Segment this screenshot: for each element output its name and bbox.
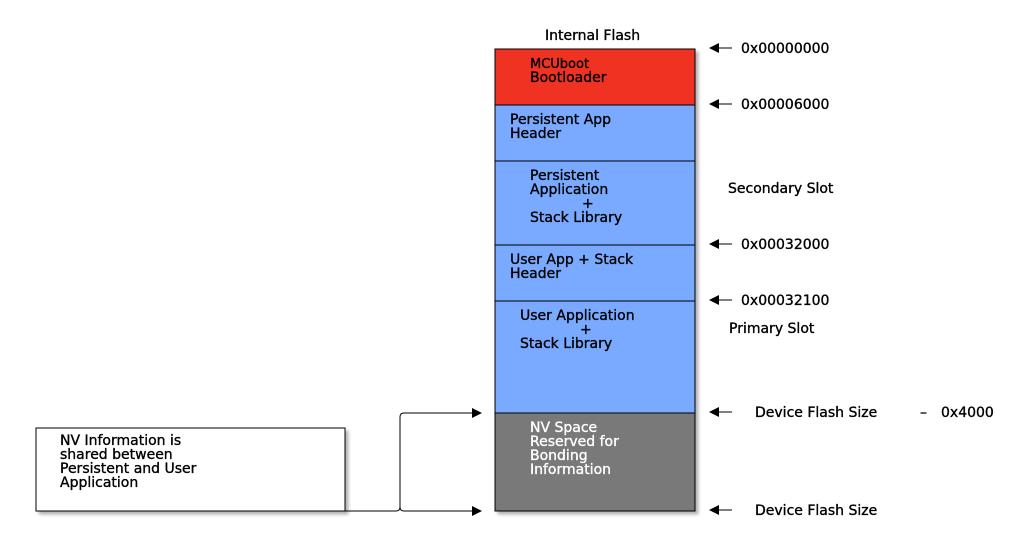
nv-start-offset: 0x4000 bbox=[941, 405, 994, 421]
persistent-app-block bbox=[494, 160, 696, 246]
connector-to-nv-start bbox=[345, 408, 482, 512]
persistent-header-block bbox=[494, 104, 696, 162]
persistent-app-label-2: Application bbox=[530, 182, 608, 198]
user-app-block bbox=[494, 300, 696, 414]
end-address-label: Device Flash Size bbox=[755, 503, 877, 519]
bootloader-label-1: MCUboot bbox=[530, 57, 589, 72]
user-app-label-1: User Application bbox=[520, 308, 635, 324]
primary-slot-label: Primary Slot bbox=[729, 321, 815, 337]
note-line-1: NV Information is bbox=[60, 433, 181, 449]
nv-label-4: Information bbox=[530, 462, 611, 478]
bootloader-block bbox=[494, 48, 696, 106]
persistent-app-label-1: Persistent bbox=[530, 168, 600, 184]
diagram-title: Internal Flash bbox=[545, 28, 640, 44]
persistent-app-label-4: Stack Library bbox=[530, 210, 622, 226]
nv-label-2: Reserved for bbox=[530, 434, 619, 450]
connector-to-nv-end bbox=[399, 506, 482, 516]
user-app-label-2: + bbox=[580, 322, 592, 338]
note-line-4: Application bbox=[60, 475, 138, 491]
address-1: 0x00006000 bbox=[741, 97, 829, 113]
persistent-header-label-1: Persistent App bbox=[510, 112, 611, 128]
user-header-block bbox=[494, 244, 696, 302]
flash-column bbox=[494, 48, 696, 512]
nv-label-3: Bonding bbox=[530, 448, 588, 464]
note-box bbox=[35, 427, 346, 512]
address-arrows bbox=[709, 43, 732, 515]
persistent-app-label-3: + bbox=[582, 196, 594, 212]
address-2: 0x00032000 bbox=[741, 237, 829, 253]
nv-start-label: Device Flash Size bbox=[755, 405, 877, 421]
secondary-slot-label: Secondary Slot bbox=[728, 181, 834, 197]
persistent-header-label-2: Header bbox=[510, 126, 561, 142]
user-app-label-3: Stack Library bbox=[520, 336, 612, 352]
bootloader-label-2: Bootloader bbox=[530, 70, 607, 86]
address-3: 0x00032100 bbox=[741, 293, 829, 309]
nv-block bbox=[494, 412, 696, 512]
nv-start-dash: – bbox=[920, 405, 927, 421]
user-header-label-1: User App + Stack bbox=[510, 252, 634, 268]
note-line-3: Persistent and User bbox=[60, 461, 197, 477]
user-header-label-2: Header bbox=[510, 266, 561, 282]
note-line-2: shared between bbox=[60, 447, 173, 463]
address-0: 0x00000000 bbox=[741, 41, 829, 57]
nv-label-1: NV Space bbox=[530, 420, 597, 436]
